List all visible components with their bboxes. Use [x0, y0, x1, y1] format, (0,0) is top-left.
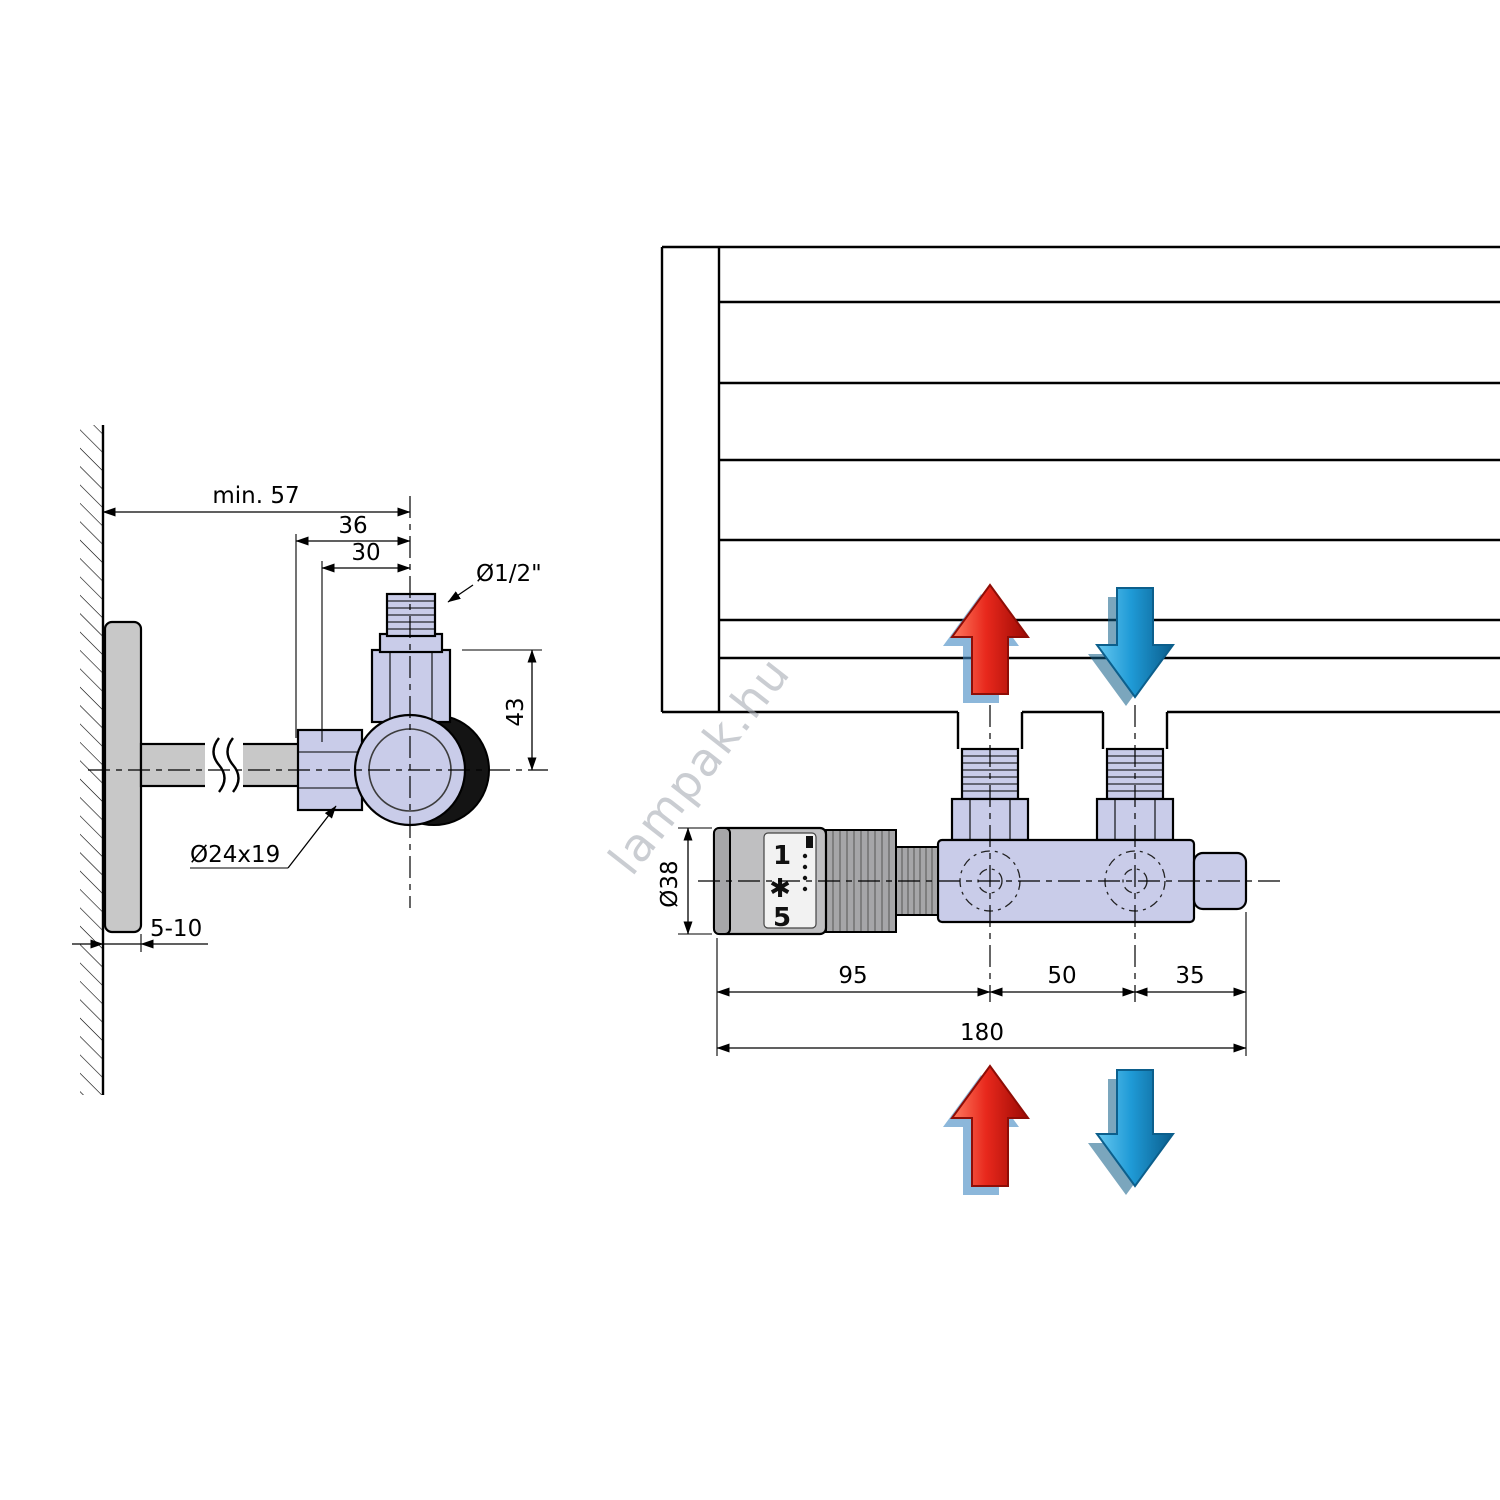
dim-36-label: 36: [338, 513, 367, 539]
dimension-min57: min. 57: [102, 483, 411, 517]
dim-5-10-label: 5-10: [150, 916, 202, 942]
dim-30-label: 30: [351, 540, 380, 566]
dim-35-label: 35: [1175, 963, 1204, 989]
dim-180-label: 180: [960, 1020, 1004, 1046]
flow-arrow-supply-bottom: [943, 1064, 1030, 1195]
dim-min57-label: min. 57: [212, 483, 299, 509]
dimension-30: 30: [321, 540, 411, 742]
valve-vertical-body: [370, 592, 452, 724]
left-diagram-corner-valve: min. 57 36 30 Ø1/2" 43 Ø24x19: [72, 425, 548, 1095]
head-frost-symbol: ✱: [769, 874, 791, 904]
dim-50-label: 50: [1047, 963, 1076, 989]
right-diagram-twin-valve: 1 ✱ 5 Ø38 95 50 35 180: [657, 245, 1500, 1195]
wall-section: [80, 425, 105, 1095]
dimension-180: 180: [716, 1020, 1247, 1053]
dim-95-label: 95: [838, 963, 867, 989]
corner-valve-body: [353, 592, 490, 827]
flow-arrow-return-bottom: [1088, 1069, 1175, 1195]
dimension-nut-24x19: Ø24x19: [190, 805, 337, 869]
dim-24x19-label: Ø24x19: [190, 842, 280, 868]
dim-38-label: Ø38: [657, 860, 683, 907]
dimension-5-10: 5-10: [72, 916, 208, 952]
dim-43-label: 43: [503, 697, 529, 726]
dim-half-inch-label: Ø1/2": [476, 561, 542, 587]
dimension-head-diameter: Ø38: [657, 827, 712, 935]
dimension-half-inch: Ø1/2": [447, 561, 542, 603]
dimension-43: 43: [462, 649, 542, 771]
dimension-95-50-35: 95 50 35: [716, 912, 1247, 1056]
wall-plate: [103, 620, 143, 934]
twin-valve-block: [936, 747, 1248, 924]
head-scale-min-label: 5: [773, 903, 791, 933]
flow-arrow-return-top: [1088, 587, 1175, 706]
flow-arrow-supply-top: [943, 583, 1030, 703]
head-index-mark: [806, 836, 813, 848]
dimension-36: 36: [295, 513, 411, 738]
head-scale-max-label: 1: [773, 841, 791, 871]
